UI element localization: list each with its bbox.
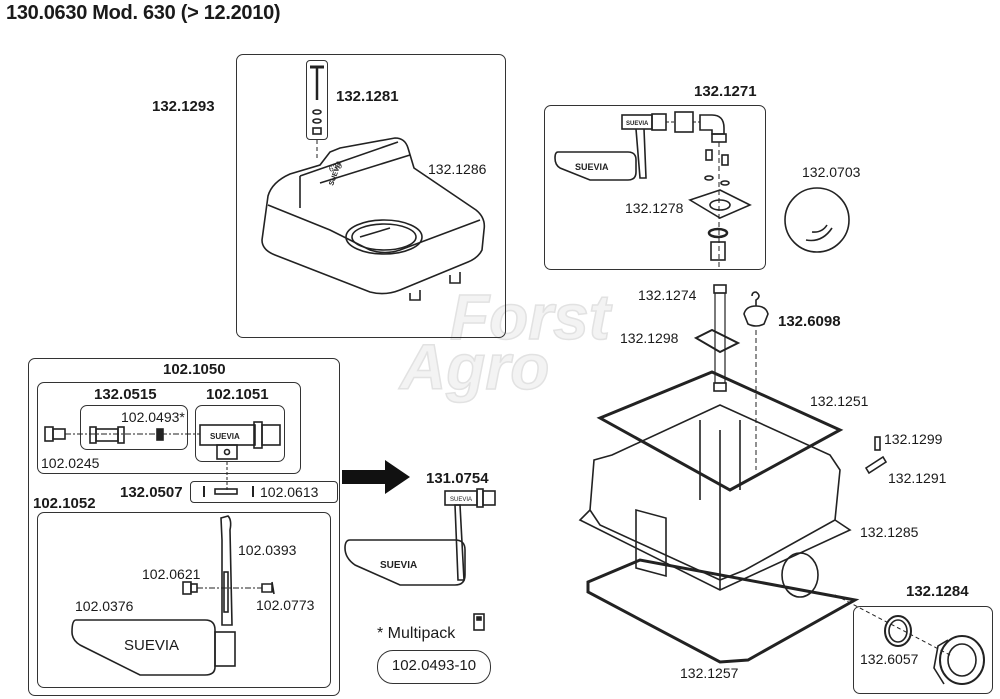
complete-valve-float-brand: SUEVIA [380, 560, 417, 571]
multipack-label: * Multipack [377, 625, 456, 642]
outlet-kit-drawing [834, 594, 985, 685]
float-valve-set-box [28, 358, 340, 696]
hose-drawing [713, 284, 727, 392]
valve-insert-label: 132.0515 [94, 386, 157, 403]
lid-kit-box [236, 54, 506, 338]
float-valve-set-label: 102.1050 [163, 361, 226, 378]
lid-kit-label: 132.1293 [152, 98, 215, 115]
valve-kit-box [544, 105, 766, 270]
valve-body-brand: SUEVIA [210, 432, 240, 441]
lid-label: 132.1286 [428, 161, 487, 177]
outlet-seal-label: 132.6057 [860, 651, 919, 667]
page-title: 130.0630 Mod. 630 (> 12.2010) [6, 2, 281, 24]
float-valve-parts-drawing: SUEVIA [44, 421, 281, 497]
valve-seal-label: 102.0493* [121, 409, 185, 425]
valve-subset-box [37, 382, 301, 474]
valve-kit-float-brand: SUEVIA [575, 162, 609, 172]
float-label: 102.0376 [75, 598, 134, 614]
valve-kit-brand: SUEVIA [626, 121, 649, 127]
pin-label: 102.0613 [260, 484, 319, 500]
pin-set-label: 132.0507 [120, 484, 183, 501]
arrow-icon [342, 460, 410, 494]
housing-label: 132.1285 [860, 524, 919, 540]
screw-set-drawing [310, 65, 324, 160]
outlet-kit-label: 132.1284 [906, 583, 969, 600]
float-brand: SUEVIA [124, 637, 180, 654]
plug-drawing [743, 291, 769, 470]
complete-valve-brand: SUEVIA [450, 497, 472, 503]
watermark-forst: Forst [449, 281, 611, 353]
outlet-kit-box [853, 606, 993, 694]
hose-seal-drawing [693, 328, 741, 354]
hose-seal-label: 132.1298 [620, 330, 679, 346]
housing-drawing [578, 370, 860, 664]
valve-body-box [195, 405, 285, 462]
float-arm-set-label: 102.1052 [33, 495, 96, 512]
svg-text:630: 630 [328, 161, 344, 174]
pin-small-label: 132.1299 [884, 431, 943, 447]
complete-valve-label: 131.0754 [426, 470, 489, 487]
screw-label: 102.0621 [142, 566, 201, 582]
cover-label: 132.0703 [802, 164, 861, 180]
valve-kit-label: 132.1271 [694, 83, 757, 100]
screw-set-box [306, 60, 328, 140]
gasket-bottom-label: 132.1257 [680, 665, 739, 681]
float-arm-drawing [71, 515, 275, 676]
pin-set-box [190, 481, 338, 503]
float-arm-box [37, 512, 331, 688]
pin-large-label: 132.1291 [888, 470, 947, 486]
rivet-label: 102.0773 [256, 597, 315, 613]
pins-drawing [864, 436, 888, 475]
multipack-code-pill: 102.0493-10 [377, 650, 491, 684]
valve-kit-drawing: SUEVIA SUEVIA [554, 111, 752, 270]
complete-float-valve-drawing: SUEVIA SUEVIA [344, 488, 496, 631]
arm-label: 102.0393 [238, 542, 297, 558]
hose-label: 132.1274 [638, 287, 697, 303]
plug-label: 132.6098 [778, 313, 841, 330]
valve-insert-box [80, 405, 188, 450]
screw-set-label: 132.1281 [336, 88, 399, 105]
cover-drawing [784, 187, 850, 253]
watermark-agro: Agro [399, 331, 550, 403]
multipack-code: 102.0493-10 [391, 657, 477, 674]
plate-label: 132.1278 [625, 200, 684, 216]
valve-body-label: 102.1051 [206, 386, 269, 403]
nut-label: 102.0245 [41, 455, 100, 471]
gasket-top-label: 132.1251 [810, 393, 869, 409]
